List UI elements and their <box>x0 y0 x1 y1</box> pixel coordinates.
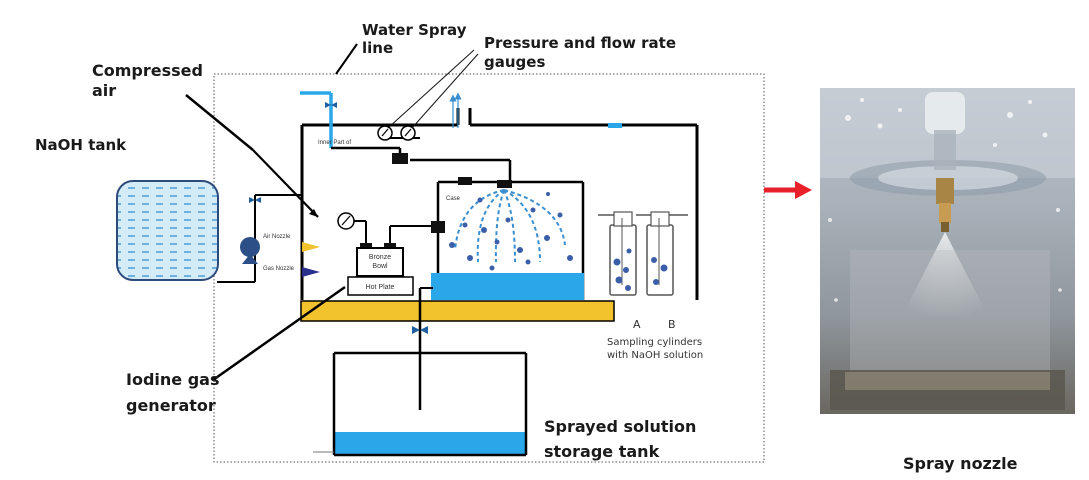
pressure-gauge-icon <box>377 125 393 141</box>
cylinder-b-label: B <box>668 318 676 331</box>
svg-text:Hot Plate: Hot Plate <box>366 284 395 291</box>
support-table <box>300 300 615 322</box>
cylinder-a-label: A <box>633 318 641 331</box>
svg-text:Bronze: Bronze <box>369 254 391 261</box>
water-spray-line <box>300 91 337 148</box>
compressed-air-label-1: Compressed <box>92 61 203 80</box>
compressed-air-pointer <box>185 94 254 151</box>
pressure-gauges-label-1: Pressure and flow rate <box>484 34 676 52</box>
air-nozzle-label: Air Nozzle <box>263 234 291 240</box>
water-spray-line-label-2: line <box>362 39 393 57</box>
spray-line-pointer <box>335 43 358 75</box>
hot-plate: Hot Plate <box>347 276 414 296</box>
generator-gauge-icon <box>337 212 355 230</box>
compressed-air-label-2: air <box>92 81 116 100</box>
red-arrow-icon <box>764 181 812 199</box>
water-spray-line-label-1: Water Spray <box>362 21 467 39</box>
naoh-tank-label: NaOH tank <box>35 136 127 154</box>
sampling-cylinder-b <box>636 211 688 296</box>
svg-text:Bowl: Bowl <box>372 263 388 270</box>
spray-pattern <box>454 189 566 263</box>
water-pool <box>431 273 584 300</box>
water-valve-icon <box>325 102 337 108</box>
sampling-cylinders-label-line2: with NaOH solution <box>607 350 703 361</box>
iodine-gas-generator-label-2: generator <box>126 396 216 415</box>
spray-nozzle-photo <box>820 88 1075 414</box>
inner-part-label: Inner Part of <box>318 140 351 146</box>
pump-icon <box>240 237 260 264</box>
sampling-cylinder-a <box>598 211 637 296</box>
iodine-gas-generator-label-1: Iodine gas <box>126 370 219 389</box>
dotted-frame <box>213 73 765 463</box>
iodine-generator-pointer <box>212 285 346 382</box>
vent-arrows <box>449 92 462 128</box>
gas-nozzle-label: Gas Nozzle <box>263 266 295 272</box>
sampling-cylinders-label-line1: Sampling cylinders <box>607 337 702 348</box>
outlet-fitting <box>608 123 622 128</box>
spray-case: Case <box>431 177 585 300</box>
sprayed-solution-tank-label-2: storage tank <box>544 442 660 461</box>
svg-text:Case: Case <box>446 196 461 202</box>
flow-rate-gauge-icon <box>400 125 416 141</box>
pointer-lines <box>387 49 479 129</box>
naoh-tank <box>116 180 219 281</box>
gauge-block <box>392 153 408 164</box>
gas-nozzle-icon <box>302 267 320 277</box>
sprayed-solution-tank-label-1: Sprayed solution <box>544 417 696 436</box>
spray-nozzle-caption: Spray nozzle <box>903 454 1018 473</box>
air-nozzle-icon <box>302 242 320 252</box>
drain-valve-icon <box>412 326 428 334</box>
bronze-bowl: Bronze Bowl <box>356 247 404 277</box>
storage-tank <box>313 351 528 457</box>
droplets <box>449 192 573 271</box>
pressure-gauges-label-2: gauges <box>484 53 545 71</box>
tank-valve-icon <box>249 197 261 203</box>
